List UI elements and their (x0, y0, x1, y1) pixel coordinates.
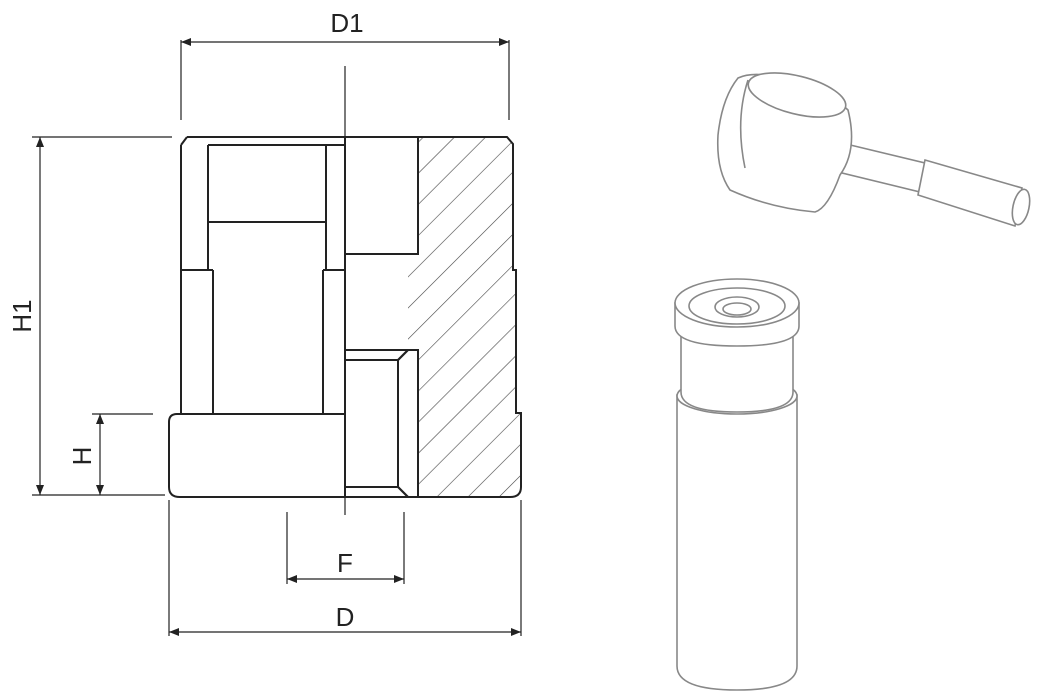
handle-end (1011, 188, 1031, 226)
section-view: D1 H1 H F D (7, 8, 522, 636)
bushing-collar (680, 327, 794, 413)
hammer-handle (917, 158, 1023, 228)
label-d: D (336, 602, 355, 632)
bushing-bore (714, 296, 760, 318)
label-f: F (337, 548, 353, 578)
label-d1: D1 (330, 8, 363, 38)
hammer-edge (739, 79, 749, 169)
bushing-body (676, 394, 798, 691)
bushing-illustration (674, 278, 800, 691)
label-h: H (67, 447, 97, 466)
sleeve-strip (397, 349, 419, 498)
dimension-d1: D1 (180, 8, 510, 120)
hatched-section (408, 137, 521, 497)
top-chamfer-left (180, 136, 188, 146)
dimension-h1: H1 (7, 136, 172, 496)
label-h1: H1 (7, 299, 37, 332)
hammer-illustration (716, 72, 1031, 228)
hammer-face (747, 72, 847, 118)
bore-profile (344, 137, 419, 498)
outer-contour (168, 136, 522, 498)
dimension-f: F (286, 512, 405, 584)
bore-inner (722, 302, 752, 316)
dimension-d: D (168, 500, 522, 636)
dimension-h: H (67, 413, 153, 495)
